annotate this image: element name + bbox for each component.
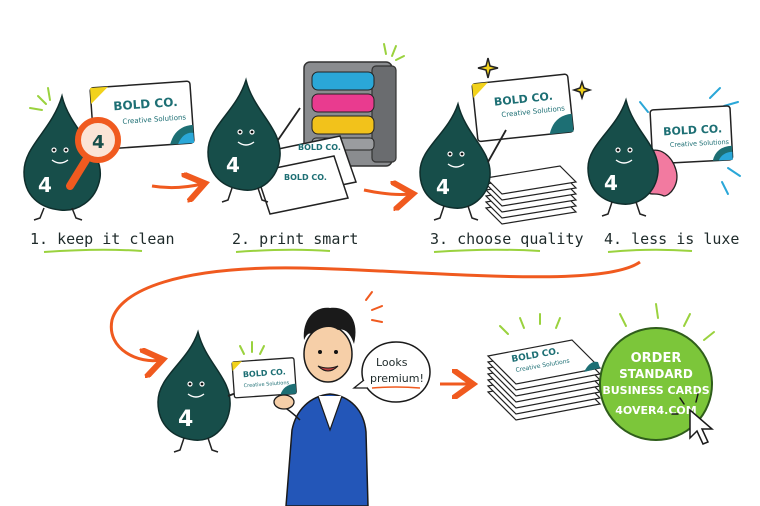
card-stack-icon (484, 165, 578, 225)
mouse-cursor-icon (671, 393, 715, 445)
magnifying-glass-icon: 4 (66, 117, 121, 190)
card-company-name: BOLD CO. (663, 122, 723, 138)
mascot-number: 4 (604, 171, 618, 195)
card-tagline: Creative Solutions (670, 138, 730, 149)
step-4-scene: BOLD CO. Creative Solutions 4 4. less is… (587, 87, 741, 253)
connector-arrow (109, 260, 641, 361)
ink-drop-mascot: 4 (23, 93, 101, 221)
step-2-scene: BOLD CO. BOLD CO. 4 2. print smart (207, 43, 405, 253)
ink-drop-mascot: 4 (587, 97, 659, 217)
business-card: BOLD CO. Creative Solutions (649, 105, 734, 165)
speech-bubble-line1: Looks (376, 356, 408, 369)
mascot-number: 4 (226, 153, 240, 177)
business-card: BOLD CO. Creative Solutions (471, 73, 574, 143)
sparkle-icon (239, 341, 265, 355)
ink-drop-mascot: 4 (207, 77, 301, 203)
speech-bubble-line2: premium! (370, 372, 424, 385)
mascot-number: 4 (178, 407, 193, 432)
customer-person (273, 291, 383, 506)
mascot-number: 4 (436, 175, 450, 199)
step-4-label: 4. less is luxe (604, 230, 739, 248)
step-3-label: 3. choose quality (430, 230, 584, 248)
sparkle-icon (29, 87, 51, 111)
cta-line3: BUSINESS CARDS (602, 384, 709, 397)
ink-drop-mascot: 4 (157, 329, 245, 453)
speech-bubble: Looks premium! (352, 341, 431, 403)
card-company-name: BOLD CO. (493, 90, 553, 109)
step-1-label: 1. keep it clean (30, 230, 175, 248)
step-3-scene: BOLD CO. Creative Solutions 4 3. choose … (419, 57, 593, 253)
step-4-underline (607, 248, 693, 253)
card-company-name: BOLD CO. (113, 95, 178, 113)
mascot-number: 4 (38, 173, 52, 197)
card-stack-icon: BOLD CO. Creative Solutions (486, 313, 602, 421)
printed-sheets: BOLD CO. BOLD CO. (255, 135, 357, 215)
arrow-step1-to-step2 (151, 184, 202, 188)
ink-drop-mascot: 4 (419, 101, 507, 221)
cta-url[interactable]: 4OVER4.COM (615, 404, 696, 417)
step-1-scene: BOLD CO. Creative Solutions 4 4 1. keep … (23, 80, 195, 253)
step-2-underline (235, 248, 331, 253)
business-card: BOLD CO. Creative Solutions (231, 357, 297, 399)
step-3-underline (433, 248, 541, 253)
handoff-scene: 4 BOLD CO. Creative Solutions (157, 291, 431, 506)
step-2-label: 2. print smart (232, 230, 358, 248)
card-tagline: Creative Solutions (244, 380, 290, 389)
sheet-company-name-2: BOLD CO. (284, 173, 327, 182)
cta-line1: ORDER (631, 351, 682, 366)
svg-text:4: 4 (92, 132, 105, 153)
sparkle-icon (477, 57, 593, 101)
cta-line2: STANDARD (619, 367, 693, 381)
card-company-name: BOLD CO. (243, 367, 286, 379)
sheet-company-name: BOLD CO. (298, 143, 341, 152)
arrow-step2-to-step3 (363, 190, 410, 195)
step-1-underline (43, 248, 143, 253)
